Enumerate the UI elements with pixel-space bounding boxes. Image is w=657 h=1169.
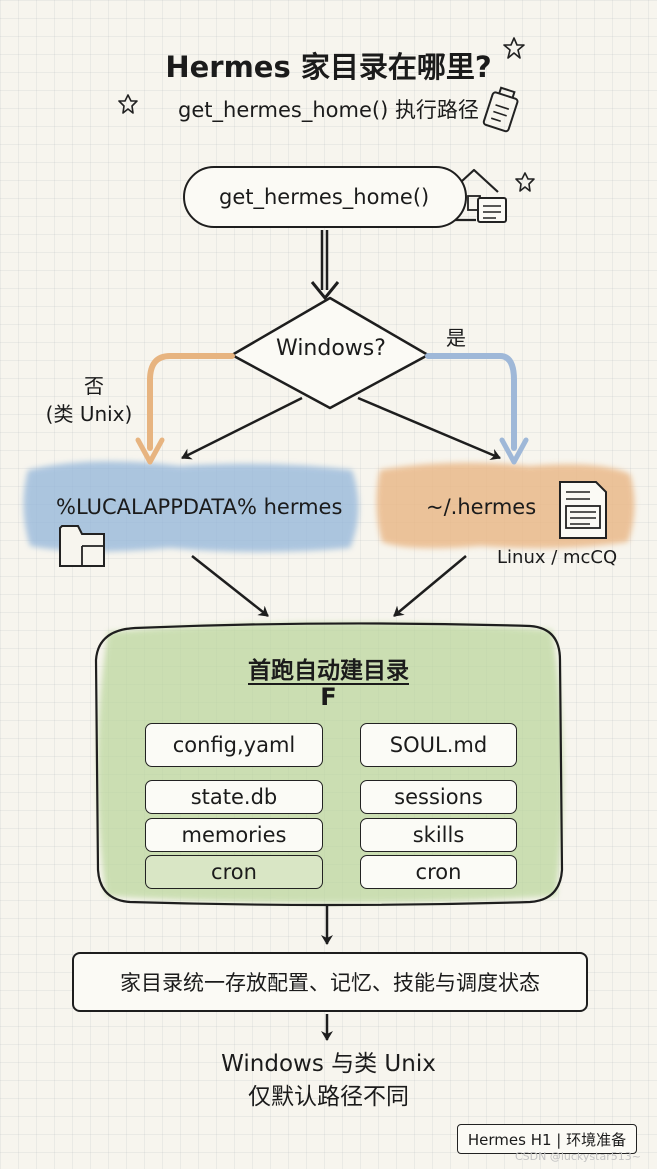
stage-title: 首跑自动建目录 [248,658,409,684]
no-branch-arrow [147,353,235,451]
watermark: CSDN @luckystar513~ [515,1150,641,1163]
yes-branch-arrowhead [499,437,529,465]
windows-path-label: %LUCALAPPDATA% hermes [56,495,343,519]
page-title: Hermes 家目录在哪里? [165,50,492,84]
folder-memories: memories [145,818,323,852]
file-state-db: state.db [145,780,323,814]
no-branch-arrowhead [135,437,165,465]
decision-label: Windows? [276,336,386,361]
file-soul: SOUL.md [360,723,517,767]
unix-path-label: ~/.hermes [426,495,537,519]
conclusion-line-2: 仅默认路径不同 [248,1084,409,1110]
decision-to-windows-arrow [181,396,303,460]
no-branch-label: 否 [84,374,104,398]
series-tag: Hermes H1 | 环境准备 [457,1124,637,1154]
folder-skills: skills [360,818,517,852]
file-config: config,yaml [145,723,323,767]
start-to-decision-arrow [320,230,329,290]
folder-sessions: sessions [360,780,517,814]
start-node: get_hermes_home() [183,166,467,228]
no-branch-sublabel: (类 Unix) [45,402,133,426]
start-to-decision-arrowhead [310,281,340,301]
yes-branch-label: 是 [446,326,466,350]
summary-box: 家目录统一存放配置、记忆、技能与调度状态 [72,952,588,1012]
decision-to-unix-arrow [357,396,501,461]
folder-cron-left: cron [145,855,323,889]
folder-icon [59,525,105,567]
terminal-document-icon [559,481,607,539]
folder-cron-right: cron [360,855,517,889]
windows-to-stage-arrow [191,555,269,617]
page-subtitle: get_hermes_home() 执行路径 [178,98,479,122]
stage-subtitle: F [320,683,337,711]
unix-os-note: Linux / mcCQ [497,547,618,568]
star-icon [515,172,535,192]
yes-branch-arrow [425,353,517,451]
unix-to-stage-arrow [393,555,467,617]
conclusion-line-1: Windows 与类 Unix [221,1051,436,1077]
